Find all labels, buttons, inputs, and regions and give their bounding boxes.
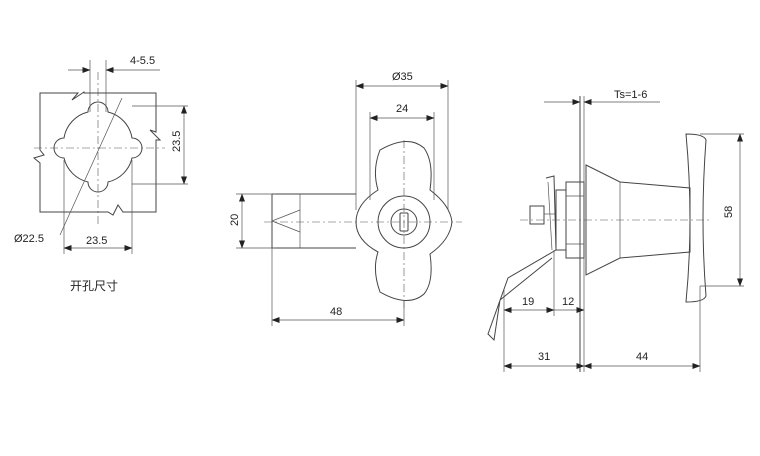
cutout-view: 4-5.5 23.5 23.5 Ø22.5 开孔尺寸 [14,55,188,293]
dim-outer-diameter-label: Ø35 [392,71,413,83]
side-view: Ts=1-6 58 19 12 31 44 [487,89,744,372]
cutout-caption: 开孔尺寸 [70,279,118,293]
dim-width-label: 23.5 [86,235,107,247]
dim-d3-label: 31 [538,351,550,363]
side-handle [685,133,707,303]
front-view: Ø35 24 20 48 [229,71,462,326]
dim-d1-label: 19 [522,296,534,308]
dim-d4-label: 44 [636,351,648,363]
dim-ts-label: Ts=1-6 [614,89,647,101]
cutout-shape [53,101,143,193]
diameter-leader [59,97,123,236]
panel-outline [32,91,162,216]
cam-bracket [487,175,557,342]
dim-gap-label: 4-5.5 [130,55,155,67]
dim-height-label: 23.5 [171,131,183,152]
dim-inner-label: 24 [396,103,408,115]
t-handle [355,141,453,301]
dim-d2-label: 12 [562,296,574,308]
lock-body [271,193,356,249]
dim-handle-label: 58 [723,206,735,218]
dim-diameter-label: Ø22.5 [14,233,44,245]
dim-length-label: 48 [330,306,342,318]
dim-body-height-label: 20 [229,214,241,226]
screw-head [529,205,545,225]
